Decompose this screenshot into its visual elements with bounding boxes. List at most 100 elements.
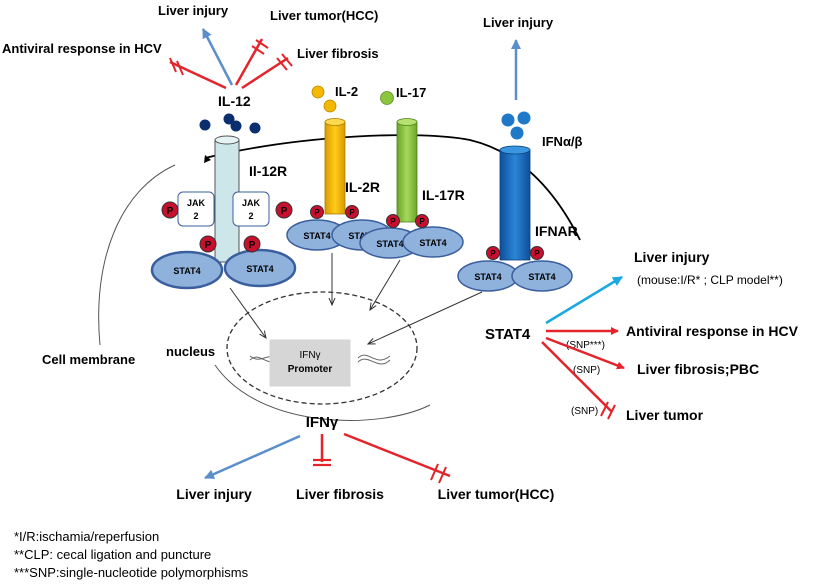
ifng-tumor-label: Liver tumor(HCC) [438,486,555,502]
jak2-left-label: JAK [187,198,206,208]
il2-dot [311,85,325,99]
phospho-label: P [349,208,355,217]
stat4-fibrosis-label: Liver fibrosis;PBC [637,361,759,377]
phospho-il2-left [310,205,324,219]
stat4-label: STAT4 [348,231,375,241]
phospho-label: P [281,206,288,217]
phospho-il12-right [275,201,293,219]
il17-dot [380,91,394,105]
stat4-effects-label: STAT4 [485,326,531,343]
il12-dot [249,122,261,134]
il17-label: IL-17 [396,85,426,100]
phospho-il12-stat4-left [199,235,217,253]
stat4-label: STAT4 [528,272,555,282]
arrow-il12-liver-injury [201,28,234,86]
phospho-ifnar-right [530,246,544,260]
il17r-label: IL-17R [422,187,465,203]
stat4-label: STAT4 [303,231,330,241]
promoter-line1: IFNγ [299,350,320,361]
stat4-label: STAT4 [419,238,446,248]
il2-label: IL-2 [335,84,358,99]
arrow-il12-tumor [234,38,264,86]
stat4-liver-injury-note: (mouse:I/R* ; CLP model**) [637,273,783,287]
ifnar-liver-injury-label: Liver injury [483,15,554,30]
stat4-tumor-label: Liver tumor [626,407,704,423]
ifng-promoter-box [269,339,351,387]
ifn-dot [517,111,531,125]
phospho-label: P [534,249,540,258]
nucleus-label: nucleus [166,344,215,359]
arrow-ifng-tumor [343,432,451,478]
ifng-liver-injury-label: Liver injury [176,486,252,502]
ifng-fibrosis-label: Liver fibrosis [296,486,384,502]
stat4-liver-injury-label: Liver injury [634,249,710,265]
phospho-label: P [419,217,425,226]
cell-membrane-label: Cell membrane [42,352,135,367]
ifn-label: IFNα/β [542,134,583,149]
phospho-il17-left [386,214,400,228]
il12-label: IL-12 [218,93,251,109]
jak2-left-num: 2 [193,211,198,221]
il12-liver-injury-label: Liver injury [158,3,229,18]
il12-dot [223,113,235,125]
arrow-ifng-liver-injury [204,434,301,480]
stat4-ifnar-right [511,260,573,292]
ifng-label: IFNγ [306,414,339,431]
phospho-il17-right [415,214,429,228]
snp-tumor-label: (SNP) [571,406,598,417]
snp-antiviral-label: (SNP***) [566,340,605,351]
stat4-label: STAT4 [376,239,403,249]
footnote-clp: **CLP: cecal ligation and puncture [14,547,212,562]
cell-membrane-marker [204,155,211,163]
footnote-ir: *I/R:ischamia/reperfusion [14,529,160,544]
stat4-label: STAT4 [246,264,273,274]
phospho-label: P [249,240,256,251]
phospho-il12-stat4-right [243,235,261,253]
il12-fibrosis-label: Liver fibrosis [297,46,379,61]
il17-receptor [396,118,418,223]
stat4-label: STAT4 [474,272,501,282]
jak2-right-num: 2 [248,211,253,221]
il12-liver-tumor-label: Liver tumor(HCC) [270,8,378,23]
stat4-il12-left [150,250,224,290]
stat4-il17-right [402,226,464,258]
phospho-ifnar-left [486,246,500,260]
stat4-label: STAT4 [173,266,200,276]
promoter-line2: Promoter [288,364,333,375]
jak2-right-label: JAK [242,198,261,208]
ifnar-receptor [499,145,531,261]
phospho-label: P [205,240,212,251]
il12r-label: Il-12R [249,163,287,179]
arrow-stat4-liver-injury [545,275,623,325]
phospho-label: P [490,249,496,258]
phospho-label: P [314,208,320,217]
il2r-label: IL-2R [345,179,380,195]
il12-effect-arrows [169,28,293,90]
cell-membrane-arc [204,134,581,241]
cell-outline-bottom [214,364,431,421]
jak2-box-right [232,191,270,227]
il12-antiviral-label: Antiviral response in HCV [2,41,162,56]
arrow-stat4-tumor [541,341,613,413]
ifn-dot [510,126,524,140]
ifnar-label: IFNAR [535,223,578,239]
il12-dot [199,119,211,131]
il12-dot [230,120,242,132]
ifn-dot [501,113,515,127]
arrow-il12-to-promoter [229,287,266,338]
arrow-stat4-fibrosis [545,336,625,370]
phospho-label: P [167,206,174,217]
phospho-label: P [390,217,396,226]
phospho-il12-left [161,201,179,219]
phospho-il2-right [345,205,359,219]
cell-outline-left [98,164,176,346]
il2-receptor [324,118,346,215]
stat4-il12-right [223,248,297,288]
arrow-il17-to-promoter [370,259,401,310]
footnote-snp: ***SNP:single-nucleotide polymorphisms [14,565,249,580]
il2-dot [323,99,337,113]
stat4-antiviral-label: Antiviral response in HCV [626,323,799,339]
snp-fibrosis-label: (SNP) [573,365,600,376]
arrow-ifnar-to-promoter [368,291,483,344]
